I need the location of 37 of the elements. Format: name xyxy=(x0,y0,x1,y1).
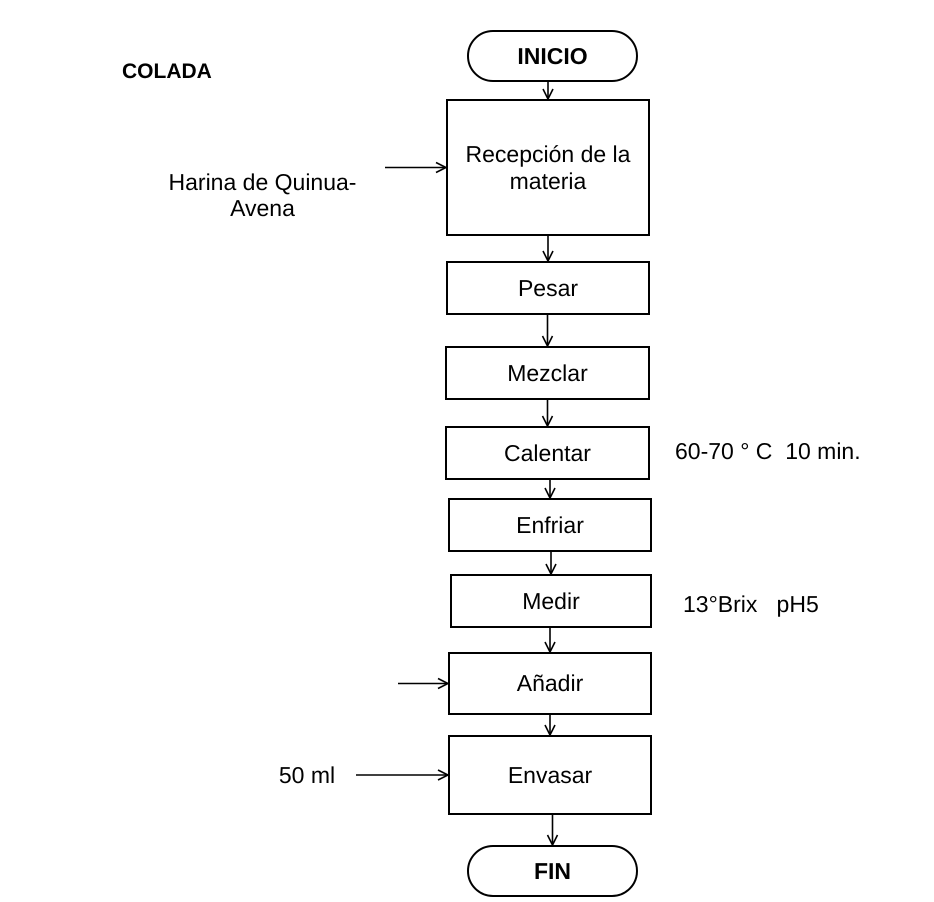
process-box xyxy=(445,346,650,400)
step-label: Enfriar xyxy=(516,512,584,538)
process-box xyxy=(448,652,652,715)
process-box xyxy=(448,735,652,815)
terminal-shape xyxy=(467,845,638,897)
arrow xyxy=(542,236,554,262)
arrow xyxy=(356,769,449,781)
process-parameter: 60-70 ° C 10 min. xyxy=(675,438,861,465)
process-parameter: 13°Brix pH5 xyxy=(683,591,819,618)
step-label: INICIO xyxy=(517,42,588,70)
step-label: Medir xyxy=(522,588,580,614)
arrow xyxy=(544,628,556,653)
step-label: Pesar xyxy=(518,274,578,302)
arrow xyxy=(544,480,556,499)
process-box xyxy=(450,574,652,628)
step-label: FIN xyxy=(534,858,572,884)
diagram-title: COLADA xyxy=(122,60,212,84)
step-label: Envasar xyxy=(508,762,592,788)
arrow xyxy=(398,678,449,690)
process-box xyxy=(445,426,650,480)
step-label: Mezclar xyxy=(507,360,588,386)
arrow xyxy=(385,162,447,174)
terminal-shape xyxy=(467,30,638,82)
arrow xyxy=(542,400,554,427)
process-box xyxy=(446,99,650,236)
input-label: 50 ml xyxy=(262,755,352,795)
process-box xyxy=(448,498,652,552)
step-label: Añadir xyxy=(516,670,584,697)
arrow xyxy=(544,715,556,736)
arrow xyxy=(545,552,557,575)
step-label: Calentar xyxy=(504,440,591,466)
step-label: Recepción de la materia xyxy=(464,141,632,194)
arrow xyxy=(542,82,554,100)
input-label: Harina de Quinua-Avena xyxy=(160,160,365,230)
arrow xyxy=(542,315,554,347)
arrow xyxy=(546,815,558,846)
process-box xyxy=(446,261,650,315)
